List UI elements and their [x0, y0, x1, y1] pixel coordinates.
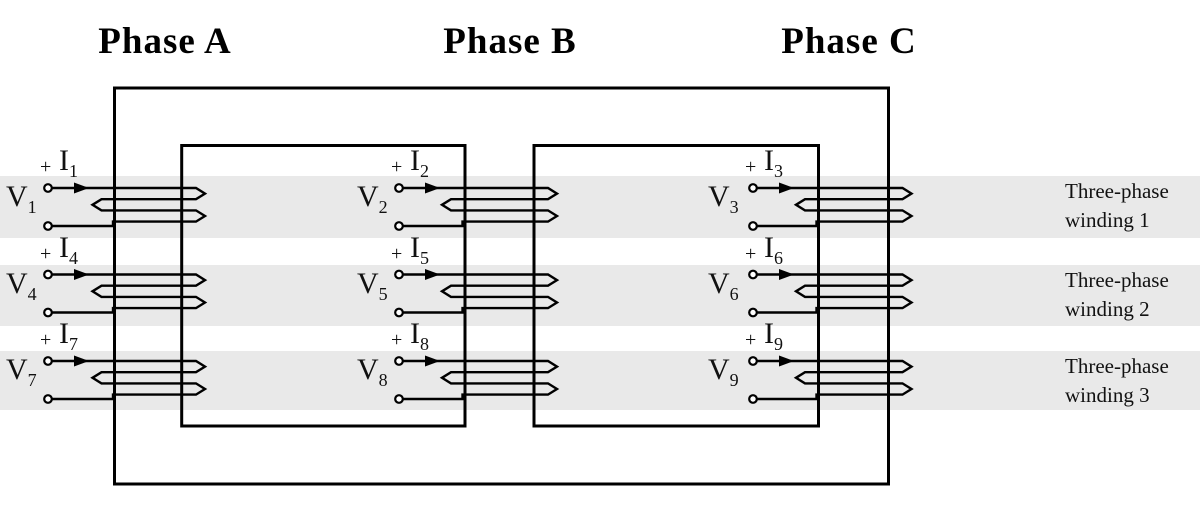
plus-sign-V5: +: [391, 242, 403, 265]
phase-a-title: Phase A: [98, 21, 232, 62]
winding-band-1-highlight: [0, 176, 1200, 238]
current-arrow-I9: [779, 355, 794, 367]
winding-band-2-line2: winding 2: [1065, 297, 1150, 321]
winding-band-2-line1: Three-phase: [1065, 268, 1169, 292]
terminal-plus-V9: [748, 356, 758, 366]
current-arrow-I6: [779, 269, 794, 280]
plus-sign-V9: +: [745, 329, 757, 351]
current-label-I7: I7: [59, 317, 78, 354]
current-label-I2: I2: [410, 144, 429, 181]
voltage-label-V8: V8: [357, 353, 388, 390]
coil-wire-V2: [403, 186, 560, 228]
winding-V9: [748, 355, 914, 404]
current-arrow-I2: [425, 182, 440, 194]
coil-wire-V5: [403, 273, 560, 314]
plus-sign-V2: +: [391, 156, 403, 178]
winding-V4: [43, 269, 208, 318]
coil-wire-V3: [757, 186, 914, 228]
terminal-minus-V6: [748, 307, 758, 318]
coils-group: [43, 182, 914, 404]
current-label-I5: I5: [410, 230, 429, 268]
current-arrow-I5: [425, 269, 440, 280]
terminal-plus-V1: [43, 183, 53, 193]
winding-V2: [394, 182, 560, 231]
terminal-plus-V2: [394, 183, 404, 193]
coil-wire-V7: [52, 359, 208, 401]
coil-wire-V4: [52, 273, 208, 314]
current-arrow-I8: [425, 355, 440, 367]
winding-band-3-line2: winding 3: [1065, 383, 1150, 407]
terminal-minus-V9: [748, 394, 758, 404]
winding-V8: [394, 355, 560, 404]
terminal-plus-V8: [394, 356, 404, 366]
winding-V1: [43, 182, 208, 231]
winding-band-3-label: Three-phase winding 3: [1065, 352, 1169, 410]
coil-wire-V1: [52, 186, 208, 228]
voltage-label-V1: V1: [6, 180, 37, 217]
voltage-label-V5: V5: [357, 266, 388, 304]
coil-wire-V9: [757, 359, 914, 401]
current-label-I4: I4: [59, 230, 78, 268]
voltage-label-V2: V2: [357, 180, 388, 217]
winding-band-1-line2: winding 1: [1065, 208, 1150, 232]
terminal-minus-V5: [394, 307, 404, 318]
winding-band-3-line1: Three-phase: [1065, 354, 1169, 378]
current-arrow-I3: [779, 182, 794, 194]
winding-V6: [748, 269, 914, 318]
phase-c-title: Phase C: [781, 21, 917, 62]
terminal-plus-V3: [748, 183, 758, 193]
winding-band-1-label: Three-phase winding 1: [1065, 177, 1169, 235]
winding-band-3-highlight: [0, 351, 1200, 410]
terminal-plus-V7: [43, 356, 53, 366]
winding-V5: [394, 269, 560, 318]
voltage-label-V3: V3: [708, 180, 739, 217]
terminal-minus-V7: [43, 394, 53, 404]
coil-wire-V8: [403, 359, 560, 401]
phase-b-title: Phase B: [443, 21, 577, 62]
terminal-minus-V8: [394, 394, 404, 404]
plus-sign-V6: +: [745, 242, 757, 265]
terminal-plus-V5: [394, 269, 404, 280]
voltage-label-V6: V6: [708, 266, 739, 304]
plus-sign-V4: +: [40, 242, 52, 265]
plus-sign-V1: +: [40, 156, 52, 178]
plus-sign-V8: +: [391, 329, 403, 351]
current-label-I6: I6: [764, 230, 783, 268]
terminal-minus-V3: [748, 221, 758, 231]
terminal-minus-V2: [394, 221, 404, 231]
terminal-plus-V4: [43, 269, 53, 280]
current-label-I3: I3: [764, 144, 783, 181]
current-arrow-I7: [74, 355, 89, 367]
plus-sign-V3: +: [745, 156, 757, 178]
terminal-minus-V4: [43, 307, 53, 318]
voltage-label-V7: V7: [6, 353, 37, 390]
winding-band-2-highlight: [0, 265, 1200, 326]
plus-sign-V7: +: [40, 329, 52, 351]
voltage-label-V9: V9: [708, 353, 739, 390]
winding-V3: [748, 182, 914, 231]
current-arrow-I4: [74, 269, 89, 280]
terminal-minus-V1: [43, 221, 53, 231]
coil-wire-V6: [757, 273, 914, 314]
current-arrow-I1: [74, 182, 89, 194]
winding-V7: [43, 355, 208, 404]
terminal-plus-V6: [748, 269, 758, 280]
current-label-I8: I8: [410, 317, 429, 354]
current-label-I1: I1: [59, 144, 78, 181]
winding-band-1-line1: Three-phase: [1065, 179, 1169, 203]
winding-band-2-label: Three-phase winding 2: [1065, 266, 1169, 324]
voltage-label-V4: V4: [6, 266, 37, 304]
current-label-I9: I9: [764, 317, 783, 354]
